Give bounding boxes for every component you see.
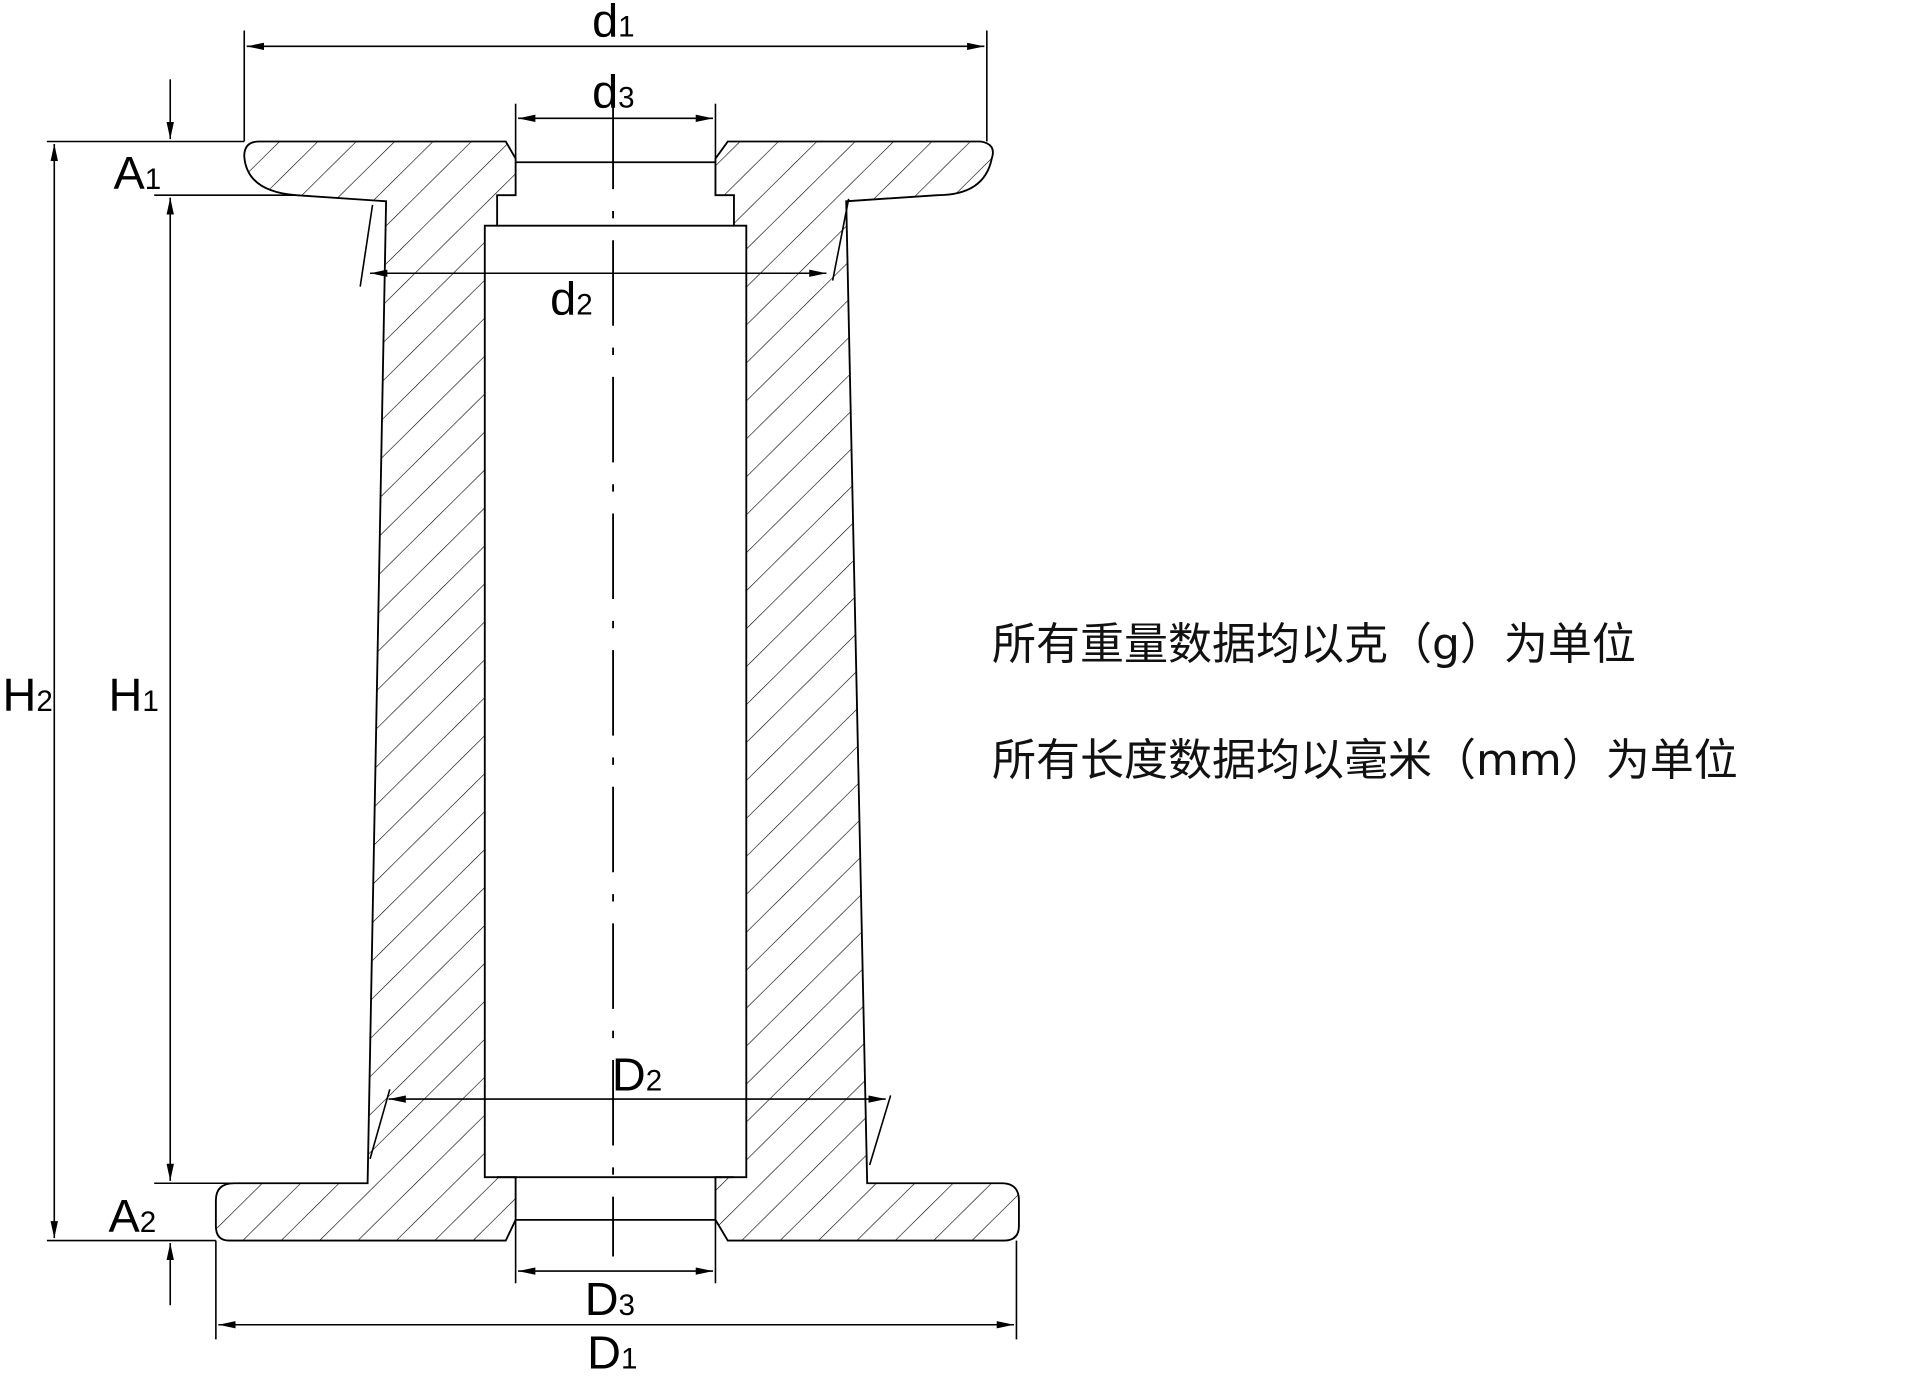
label-D3: D3 (585, 1273, 635, 1325)
dimension-labels: d1 d2 d3 D1 D2 D3 H1 H2 A1 A2 (2, 0, 662, 1376)
label-d1: d1 (592, 0, 635, 47)
label-A1: A1 (113, 147, 161, 199)
label-D1: D1 (587, 1327, 637, 1376)
label-d3: d3 (592, 66, 635, 118)
label-d2: d2 (550, 273, 593, 325)
label-A2: A2 (109, 1190, 157, 1242)
spool-section-right (714, 140, 1020, 1242)
label-D2: D2 (612, 1049, 662, 1101)
hole-edges (497, 161, 734, 1221)
weight-unit-note: 所有重量数据均以克（g）为单位 (992, 619, 1636, 670)
spool-section-left (214, 140, 517, 1242)
length-unit-note: 所有长度数据均以毫米（mm）为单位 (992, 735, 1738, 786)
label-H2: H2 (2, 669, 52, 721)
dimension-lines (46, 30, 1018, 1340)
label-H1: H1 (109, 669, 159, 721)
